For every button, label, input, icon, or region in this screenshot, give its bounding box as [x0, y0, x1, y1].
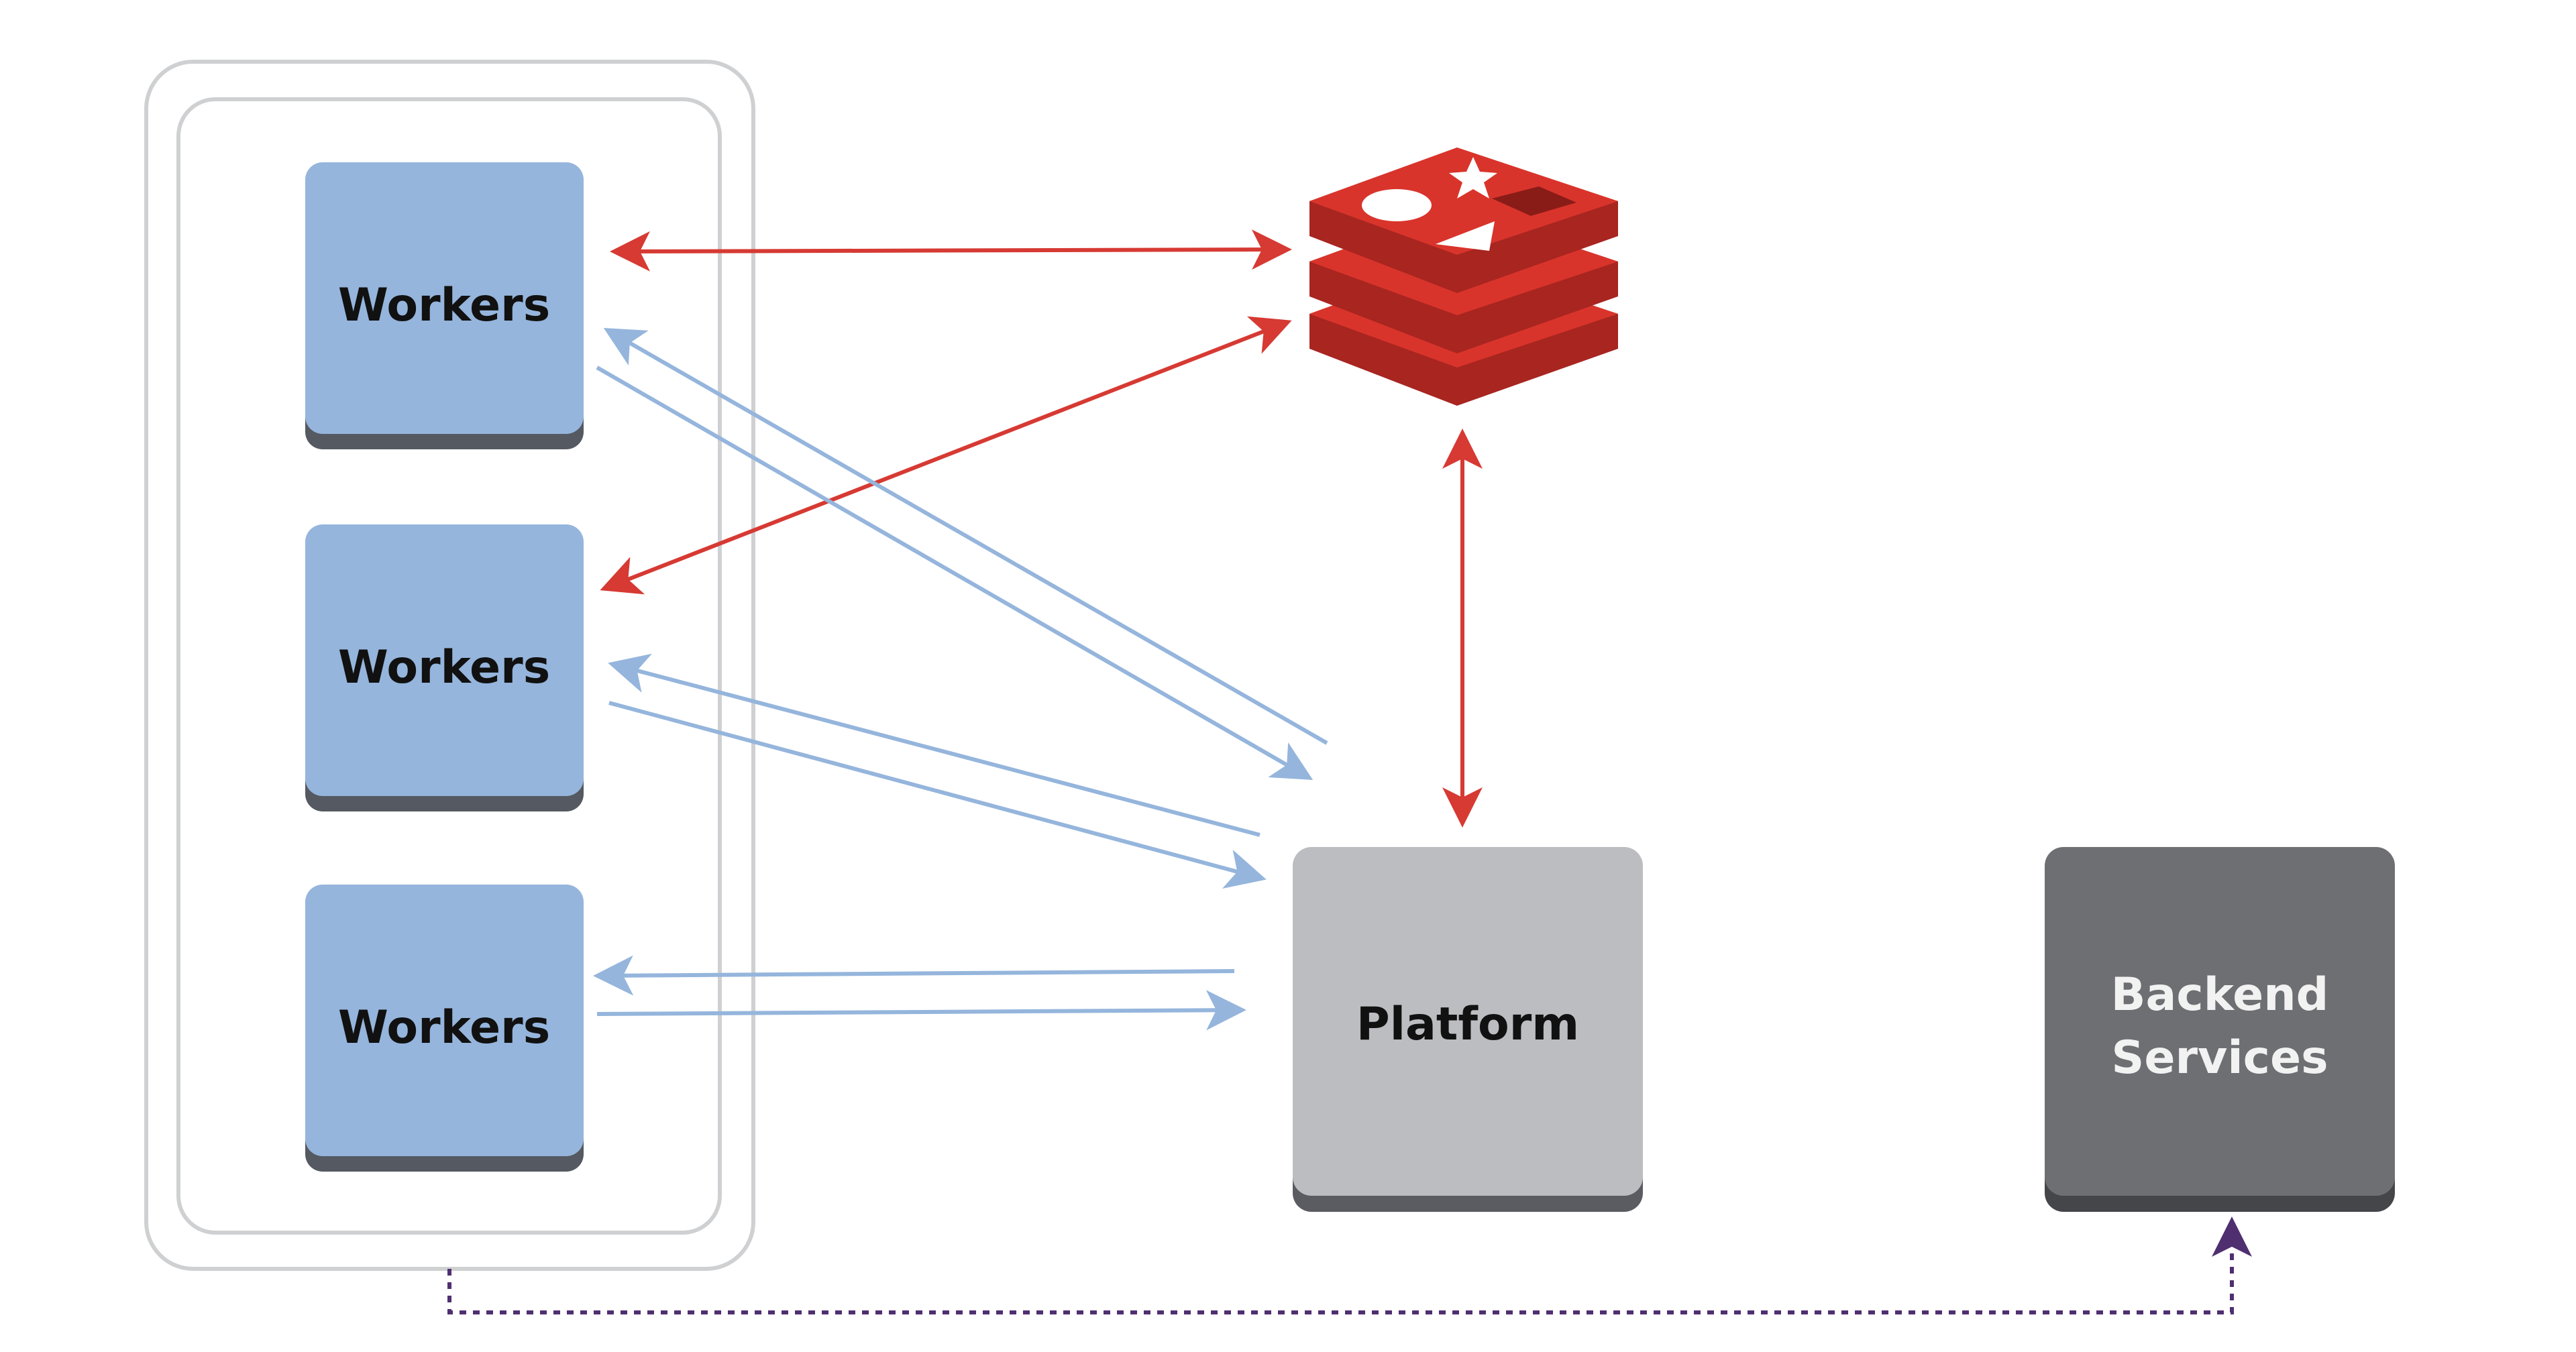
workers-node-3[interactable]: Workers [305, 885, 584, 1172]
workers-node-1[interactable]: Workers [305, 162, 584, 449]
redis-star-shape [1449, 157, 1497, 199]
platform-node[interactable]: Platform [1293, 847, 1643, 1212]
red-connections [600, 229, 1483, 828]
red-arrow-workers1-redis [610, 229, 1292, 272]
redis-database-icon [1309, 148, 1618, 406]
workers-node-1-box [305, 162, 584, 434]
workers-node-3-box [305, 885, 584, 1156]
redis-triangle-shape [1436, 221, 1495, 251]
blue-arrow-platform-to-workers2 [608, 653, 1260, 837]
redis-layer-top-face [1309, 148, 1618, 255]
blue-arrow-workers2-to-platform [608, 701, 1267, 889]
backend-services-node-box [2045, 847, 2395, 1196]
workers-node-3-label: Workers [338, 1001, 550, 1054]
blue-arrow-platform-to-workers3 [593, 955, 1235, 996]
backend-services-node[interactable]: Backend Services [2045, 847, 2395, 1212]
redis-square-shape [1492, 186, 1576, 216]
blue-arrow-workers1-to-platform [596, 365, 1313, 780]
workers-node-1-label: Workers [338, 279, 550, 332]
redis-circle-shape [1362, 189, 1432, 221]
red-arrow-workers2-redis [600, 316, 1292, 595]
backend-services-label-line2: Services [2111, 1031, 2328, 1084]
workers-node-2[interactable]: Workers [305, 524, 584, 811]
workers-node-2-label: Workers [338, 641, 550, 694]
blue-arrow-workers3-to-platform [596, 990, 1246, 1031]
backend-services-label-line1: Backend [2111, 968, 2329, 1021]
blue-arrow-platform-to-workers1 [603, 328, 1328, 745]
blue-connections [593, 328, 1328, 1031]
workers-node-2-box [305, 524, 584, 796]
platform-node-box [1293, 847, 1643, 1196]
container-inner-border [176, 97, 722, 1235]
platform-node-label: Platform [1356, 998, 1579, 1051]
